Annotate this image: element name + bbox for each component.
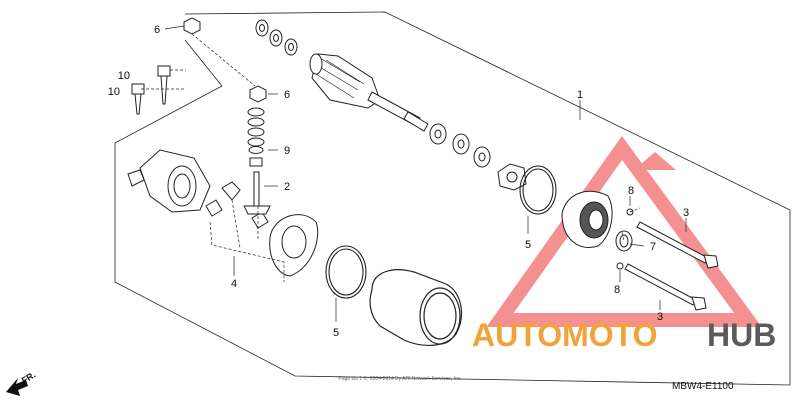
o-ring-right xyxy=(519,165,557,215)
watermark-triangle-logo xyxy=(486,136,762,327)
brush-plate xyxy=(251,211,319,277)
callout-5-left: 5 xyxy=(333,327,339,339)
copyright-line: Page bis 1 ©, 2004-2014 By ARI Network S… xyxy=(338,375,461,382)
front-marker-label: FR. xyxy=(20,370,38,386)
callout-3-upper: 3 xyxy=(683,207,689,219)
yoke-housing xyxy=(369,269,463,346)
leader-lines xyxy=(164,25,687,322)
callout-8-lower: 8 xyxy=(614,284,620,296)
through-bolts xyxy=(624,221,719,311)
callout-1: 1 xyxy=(577,89,583,101)
callout-2: 2 xyxy=(284,181,290,193)
callout-6-stack: 6 xyxy=(284,89,290,101)
callout-labels: 6 6 9 2 10 10 1 5 5 4 8 7 8 3 3 xyxy=(108,24,689,339)
bolts-10 xyxy=(131,65,171,115)
callout-3-lower: 3 xyxy=(657,311,663,323)
callout-7: 7 xyxy=(650,241,656,253)
callout-10-lower: 10 xyxy=(108,86,120,98)
rear-housing xyxy=(127,149,211,213)
seal-and-small-orings xyxy=(615,208,634,270)
callout-9: 9 xyxy=(284,145,290,157)
o-ring-left xyxy=(325,245,367,299)
watermark-brand-part2: HUB xyxy=(707,317,776,353)
terminal-stack xyxy=(243,85,271,215)
watermark-brand: AUTOMOTO HUB xyxy=(472,317,776,353)
callout-6-top: 6 xyxy=(154,24,160,36)
nut-top xyxy=(183,17,201,35)
front-arrow-icon xyxy=(6,378,28,396)
callout-8-upper: 8 xyxy=(628,185,634,197)
front-cover xyxy=(561,190,613,248)
brushes xyxy=(205,181,241,217)
group-bracket-lines xyxy=(141,33,641,282)
assembly-frame xyxy=(114,11,791,386)
callout-10-upper: 10 xyxy=(118,70,130,82)
callout-4: 4 xyxy=(231,278,237,290)
watermark-brand-part1: AUTOMOTO xyxy=(472,317,657,353)
diagram-code: MBW4-E1100 xyxy=(672,381,734,392)
armature xyxy=(255,19,527,191)
front-direction-marker: FR. xyxy=(6,370,37,396)
callout-5-right: 5 xyxy=(525,239,531,251)
